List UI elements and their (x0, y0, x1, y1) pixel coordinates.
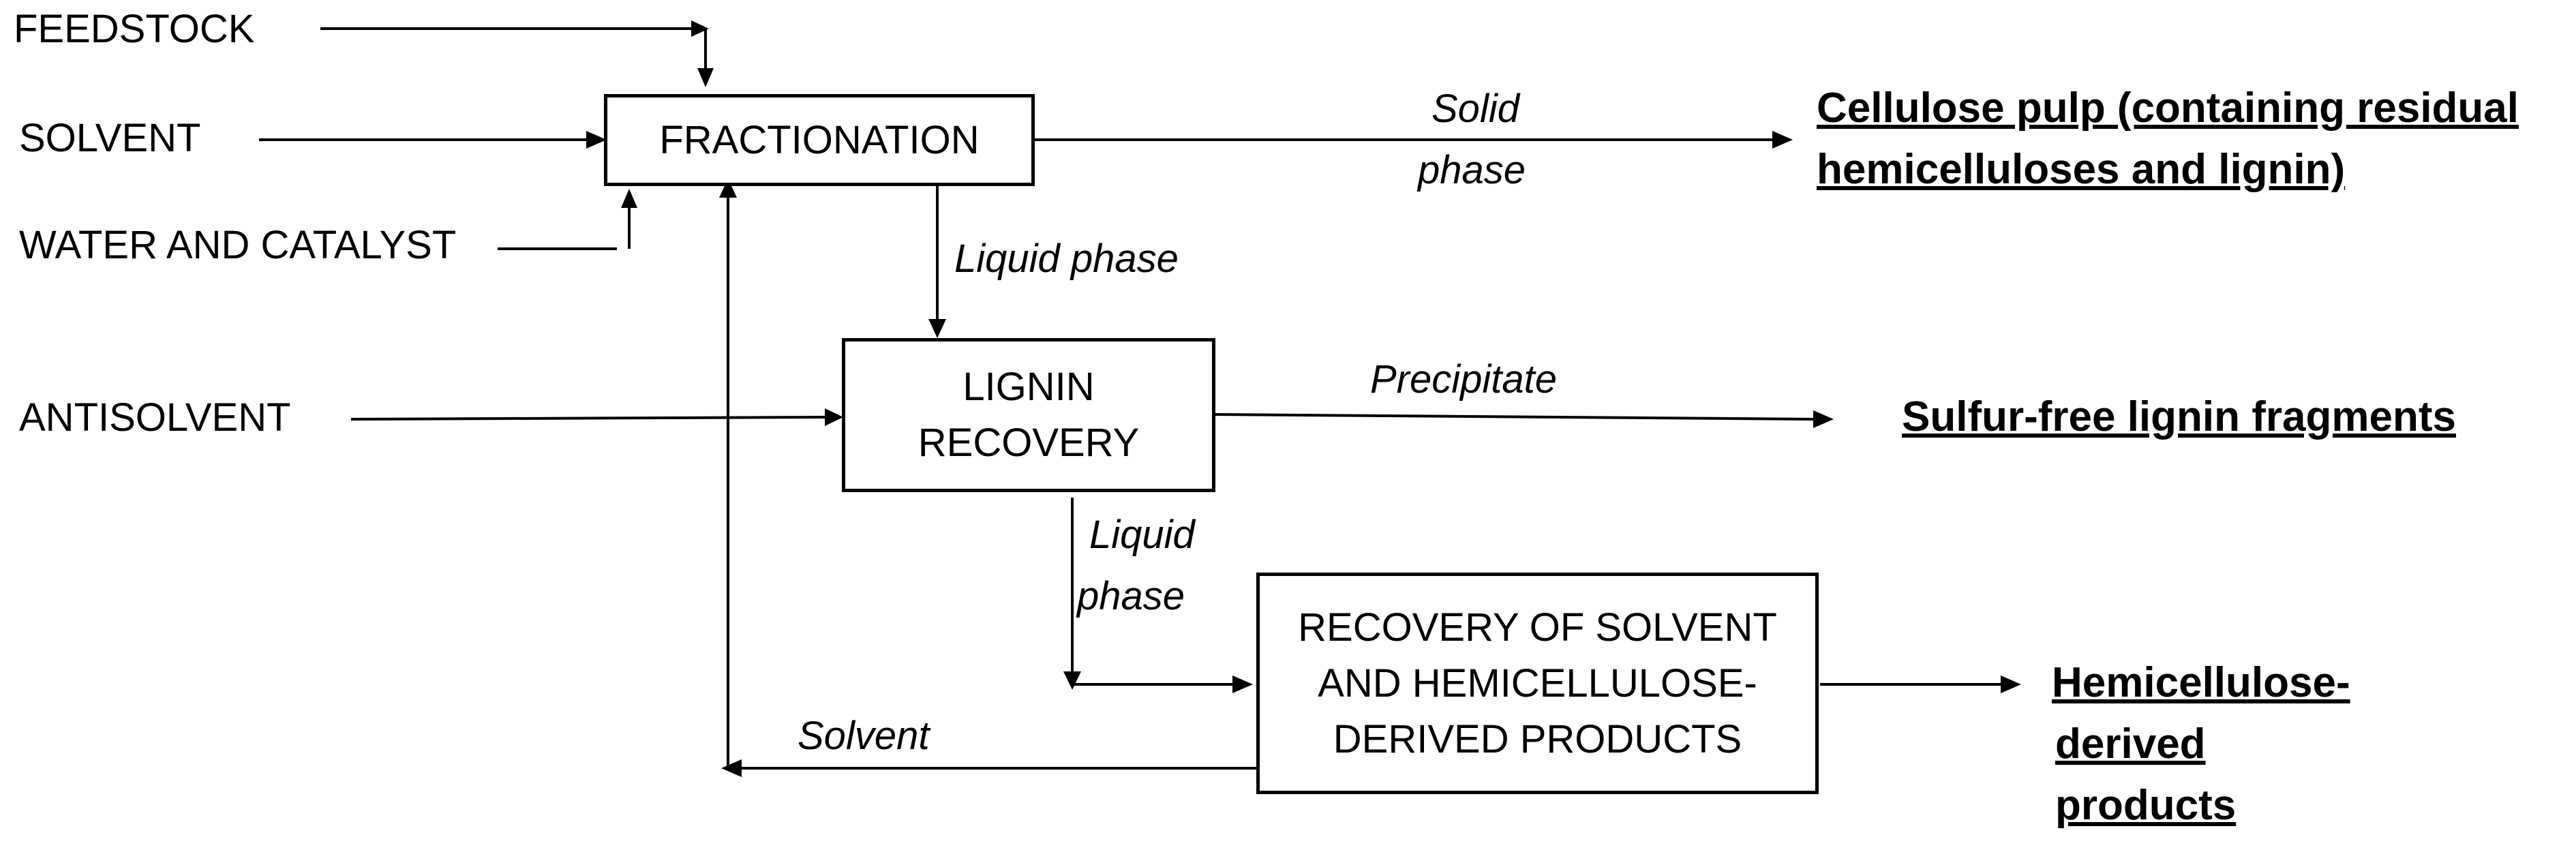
input-solvent: SOLVENT (19, 116, 201, 160)
input-antisolvent: ANTISOLVENT (19, 395, 291, 440)
arrowhead (1813, 410, 1834, 428)
solvent-recovery-label-line2: AND HEMICELLULOSE- (1318, 661, 1757, 705)
arrowhead (721, 759, 742, 777)
arrowhead (825, 408, 843, 426)
flow-solvent-recycle: Solvent (798, 714, 930, 758)
fractionation-label: FRACTIONATION (659, 117, 980, 162)
lignin-recovery-label-line2: RECOVERY (918, 421, 1140, 465)
flow-liquid-phase-2-line2: phase (1077, 574, 1185, 618)
arrowhead (1063, 671, 1081, 690)
solvent-recovery-label-line1: RECOVERY OF SOLVENT (1298, 605, 1777, 650)
flow-solid-phase-line1: Solid (1431, 87, 1519, 131)
product-cellulose-pulp-line1: Cellulose pulp (containing residual (1817, 85, 2519, 132)
arrowhead (697, 68, 714, 87)
arrowhead (621, 189, 637, 208)
arrowhead (586, 131, 607, 149)
product-cellulose-pulp-line2: hemicelluloses and lignin) (1817, 146, 2346, 193)
solvent-recovery-box: RECOVERY OF SOLVENT AND HEMICELLULOSE- D… (1256, 573, 1819, 794)
arrowhead (2001, 676, 2021, 693)
product-hemicellulose-line3: products (2055, 782, 2237, 829)
solvent-recovery-label-line3: DERIVED PRODUCTS (1333, 716, 1742, 761)
input-feedstock: FEEDSTOCK (14, 7, 255, 51)
product-lignin-fragments: Sulfur-free lignin fragments (1902, 393, 2456, 440)
arrowhead (1772, 131, 1793, 149)
product-hemicellulose-line1: Hemicellulose- (2052, 659, 2350, 706)
flow-solid-phase-line2: phase (1418, 148, 1526, 192)
arrowhead (691, 20, 709, 37)
fractionation-box: FRACTIONATION (604, 94, 1035, 186)
input-water-catalyst: WATER AND CATALYST (19, 223, 457, 267)
lignin-recovery-label-line1: LIGNIN (963, 365, 1095, 409)
flow-precipitate: Precipitate (1370, 357, 1558, 401)
arrowhead (928, 319, 946, 338)
antisolvent-arrow (350, 416, 829, 421)
arrowhead (719, 179, 737, 198)
arrowhead (1232, 676, 1253, 693)
precipitate-arrow (1215, 413, 1814, 421)
flow-liquid-phase-2-line1: Liquid (1089, 513, 1195, 557)
product-hemicellulose-line2: derived (2055, 720, 2206, 768)
lignin-recovery-box: LIGNIN RECOVERY (842, 338, 1215, 492)
flow-liquid-phase-1: Liquid phase (954, 237, 1179, 281)
